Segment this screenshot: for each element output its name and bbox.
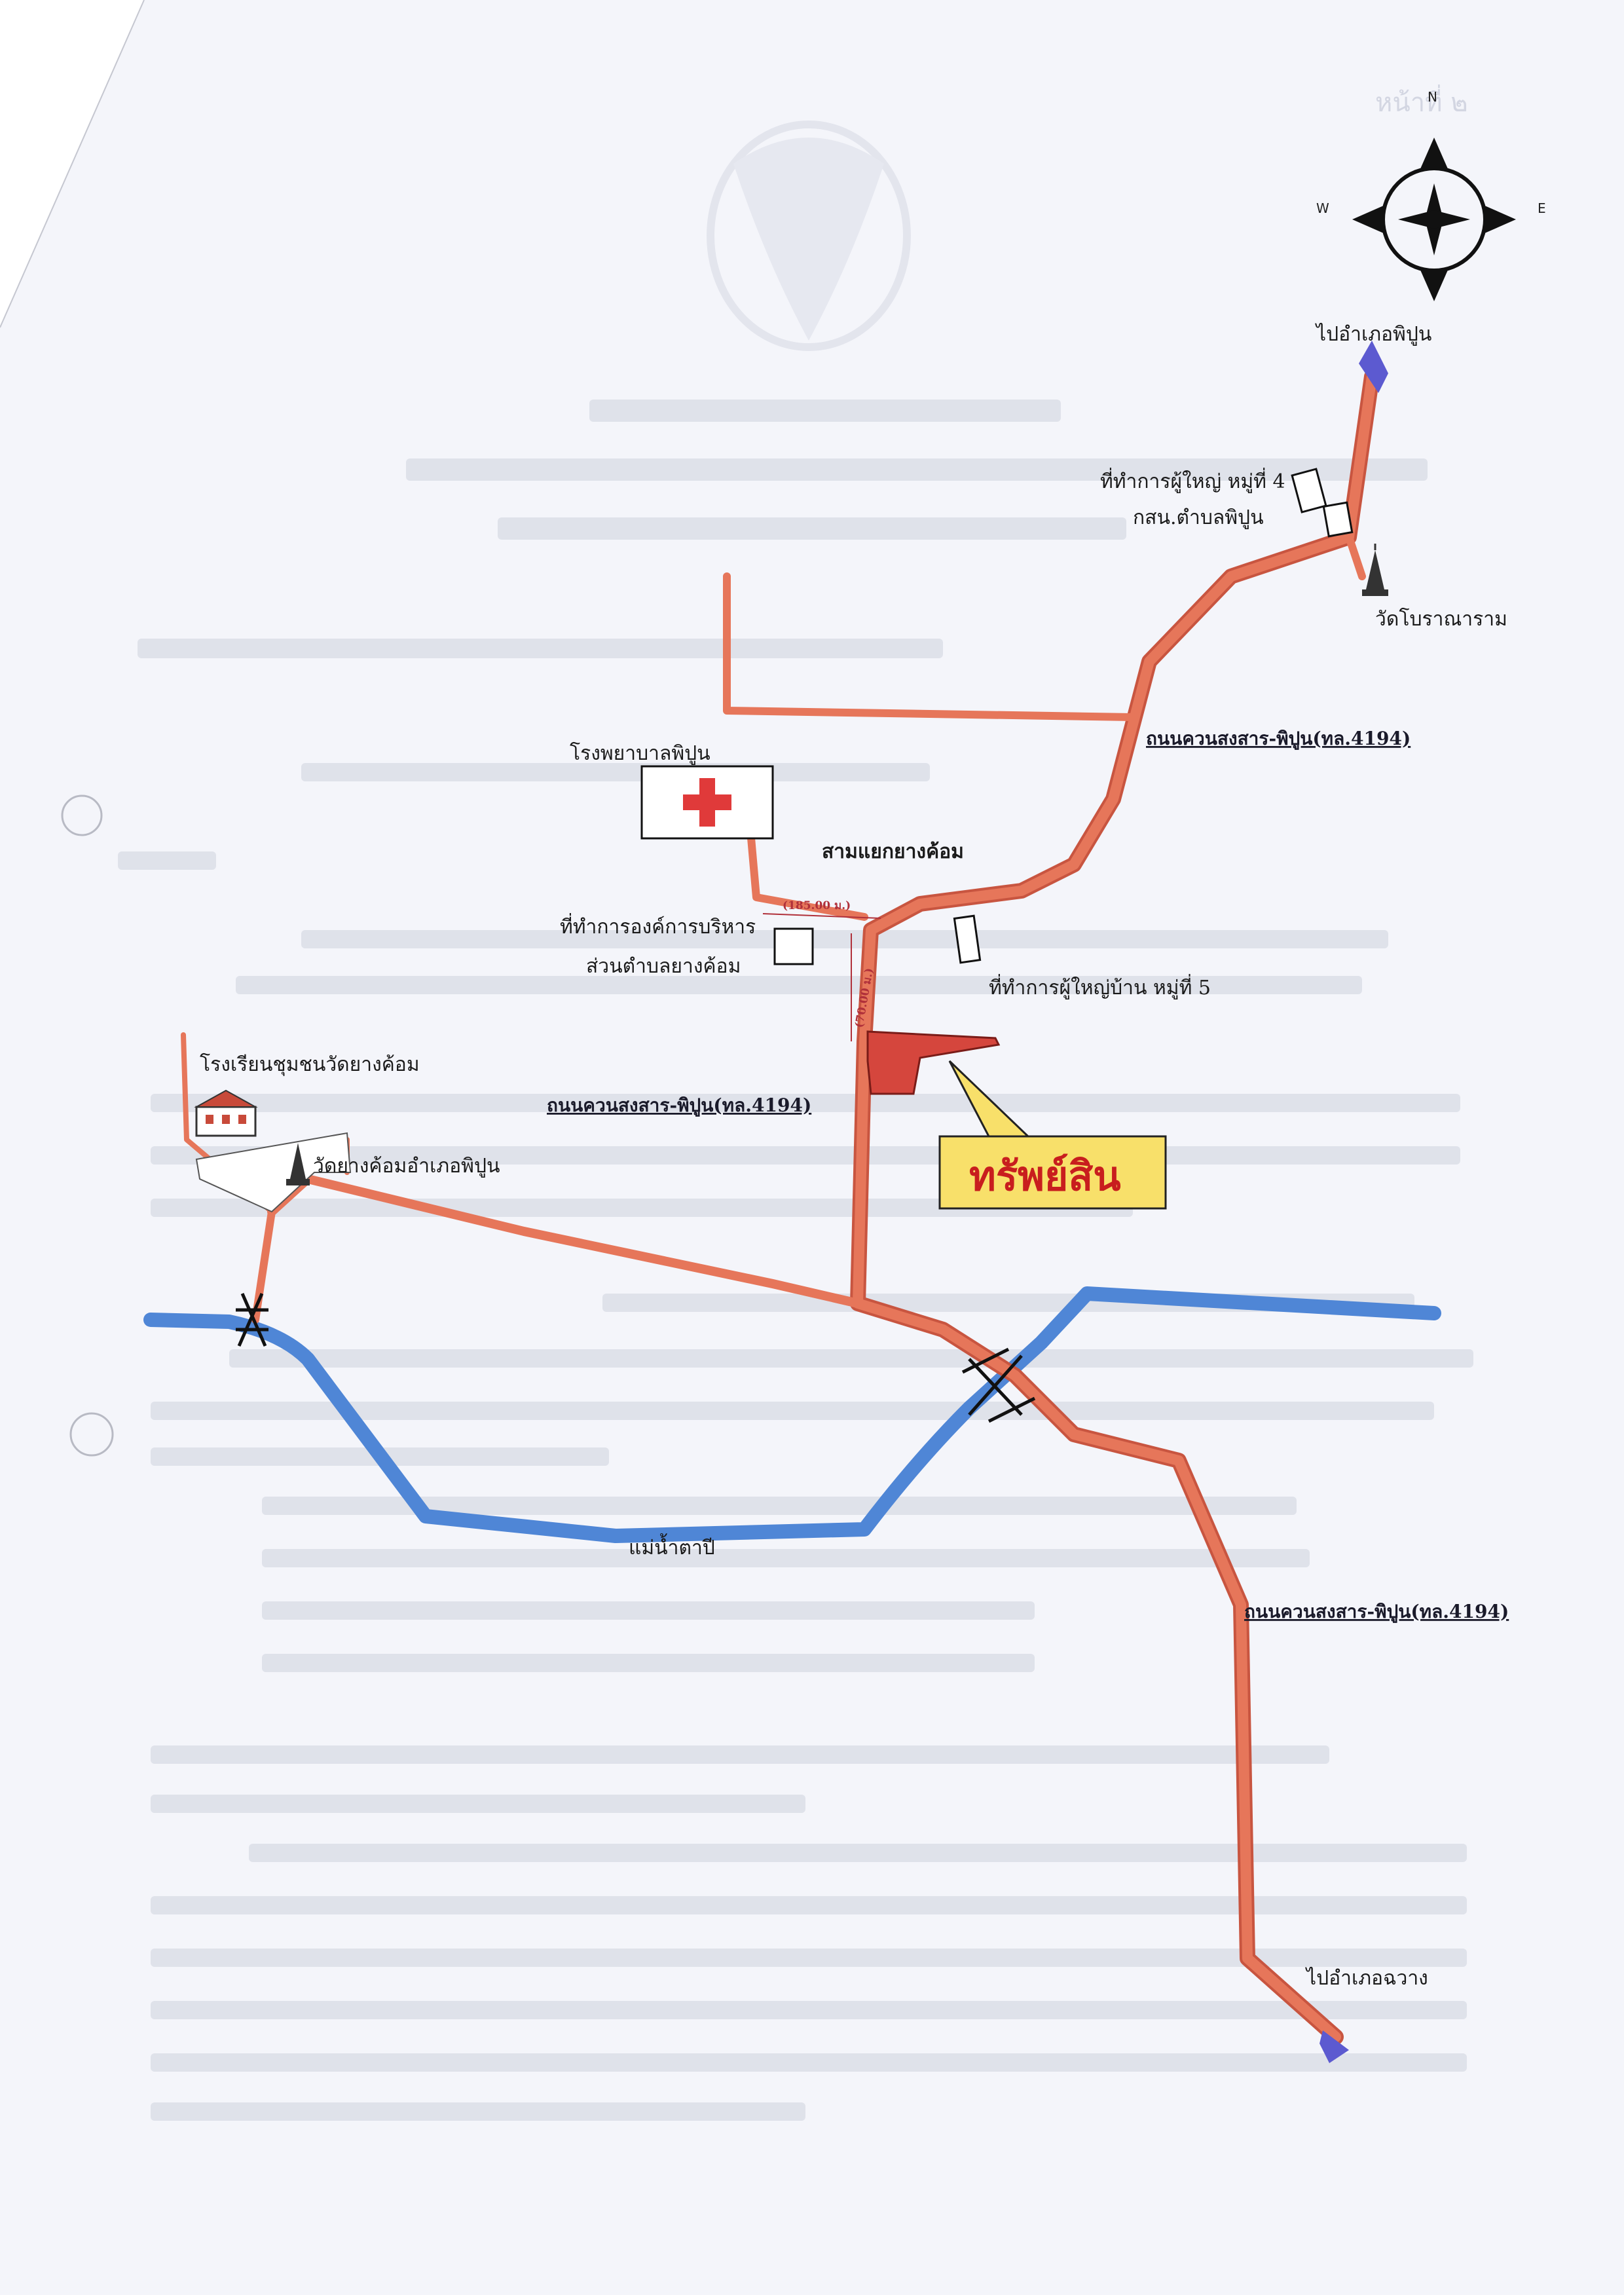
label-road-top: ถนนควนสงสาร-พิปูน(ทล.4194) bbox=[1146, 728, 1411, 750]
label-junction: สามแยกยางค้อม bbox=[822, 840, 964, 863]
label-river: แม่น้ำตาปี bbox=[629, 1533, 715, 1559]
label-distance-185: (185.00 ม.) bbox=[783, 899, 851, 912]
label-road-mid: ถนนควนสงสาร-พิปูน(ทล.4194) bbox=[547, 1094, 811, 1117]
wat-yangkhom-temple-icon bbox=[286, 1143, 310, 1185]
wat-yangkhom-compound bbox=[195, 1132, 352, 1213]
road-upper-branch bbox=[723, 572, 1137, 721]
river-tapi bbox=[143, 1286, 1441, 1543]
compass-north-label: N bbox=[1428, 89, 1437, 105]
label-to-phipun: ไปอำเภอพิปูน bbox=[1315, 322, 1431, 346]
compass-east-label: E bbox=[1538, 200, 1546, 216]
label-school: โรงเรียนชุมชนวัดยางค้อม bbox=[200, 1053, 420, 1077]
asset-parcel bbox=[866, 1030, 1001, 1095]
label-road-bottom: ถนนควนสงสาร-พิปูน(ทล.4194) bbox=[1244, 1601, 1509, 1623]
hospital-building bbox=[640, 765, 774, 840]
bridge-east-icon bbox=[961, 1347, 1036, 1423]
page-fold-edge bbox=[0, 0, 145, 328]
punch-hole-top bbox=[61, 794, 103, 836]
faint-background-text bbox=[118, 400, 1473, 2121]
faint-garuda-seal bbox=[707, 121, 911, 351]
page-number: หน้าที่ ๒ bbox=[1375, 84, 1468, 118]
road-to-wat-boran bbox=[1345, 533, 1366, 580]
label-tao-office-line1: ที่ทำการองค์การบริหาร bbox=[560, 913, 756, 939]
label-asset: ทรัพย์สิน bbox=[969, 1152, 1121, 1200]
label-wat-yangkhom: วัดยางค้อมอำเภอพิปูน bbox=[313, 1155, 500, 1178]
distance-marker-185 bbox=[762, 913, 881, 919]
label-to-chawang: ไปอำเภอฉวาง bbox=[1305, 1966, 1428, 1990]
arrow-south-icon bbox=[1320, 2030, 1349, 2063]
road-network bbox=[181, 369, 1380, 2045]
school-icon bbox=[194, 1089, 258, 1137]
label-police-phipun: กสน.ตำบลพิปูน bbox=[1133, 506, 1264, 529]
compass-west-label: W bbox=[1316, 200, 1329, 216]
wat-boran-temple-icon bbox=[1362, 544, 1388, 596]
label-hospital: โรงพยาบาลพิปูน bbox=[570, 741, 710, 765]
compass-rose-icon bbox=[1352, 138, 1516, 301]
road-west bbox=[267, 1174, 862, 1308]
asset-callout-box bbox=[938, 1135, 1167, 1210]
village5-office-building bbox=[953, 914, 982, 964]
label-tao-office-line2: ส่วนตำบลยางค้อม bbox=[586, 955, 741, 978]
arrow-north-icon bbox=[1359, 341, 1388, 393]
tao-office-building bbox=[773, 927, 814, 965]
village4-office-building bbox=[1291, 468, 1354, 538]
label-village4-office: ที่ทำการผู้ใหญ่ หมู่ที่ 4 bbox=[1100, 468, 1285, 493]
label-village5-office: ที่ทำการผู้ใหญ่บ้าน หมู่ที่ 5 bbox=[989, 974, 1211, 999]
label-wat-boran: วัดโบราณาราม bbox=[1375, 607, 1507, 631]
punch-hole-bottom bbox=[69, 1412, 114, 1457]
bridge-west-icon bbox=[236, 1292, 268, 1347]
